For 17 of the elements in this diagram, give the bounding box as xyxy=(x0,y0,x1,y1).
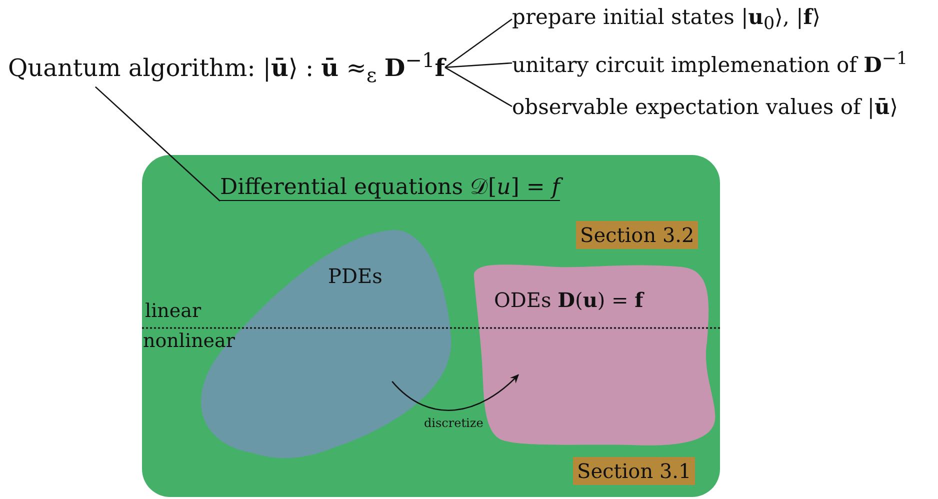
connector-line xyxy=(444,66,512,108)
step-label: prepare initial states |u$_{0}$⟩, |f⟩ xyxy=(512,4,820,34)
step-label: unitary circuit implemenation of D$^{−1}$ xyxy=(512,49,908,77)
domain-panel xyxy=(142,155,720,497)
connector-line xyxy=(444,18,512,68)
step-label: observable expectation values of |ū⟩ xyxy=(512,94,898,119)
leader-line xyxy=(94,86,220,202)
section-tag: Section 3.2 xyxy=(576,221,698,249)
region-label: PDEs xyxy=(328,264,382,288)
edge-label: discretize xyxy=(424,416,484,430)
region-label: nonlinear xyxy=(143,330,235,352)
arrow xyxy=(392,374,520,411)
algorithm-label: Quantum algorithm: |ū⟩ : ū ≈$_{ε}$ D$^{−1}$f xyxy=(8,48,446,87)
region-label: linear xyxy=(145,300,202,322)
section-tag: Section 3.1 xyxy=(573,457,696,485)
region-label: ODEs D(u) = f xyxy=(494,288,644,312)
connector-line xyxy=(444,62,512,68)
